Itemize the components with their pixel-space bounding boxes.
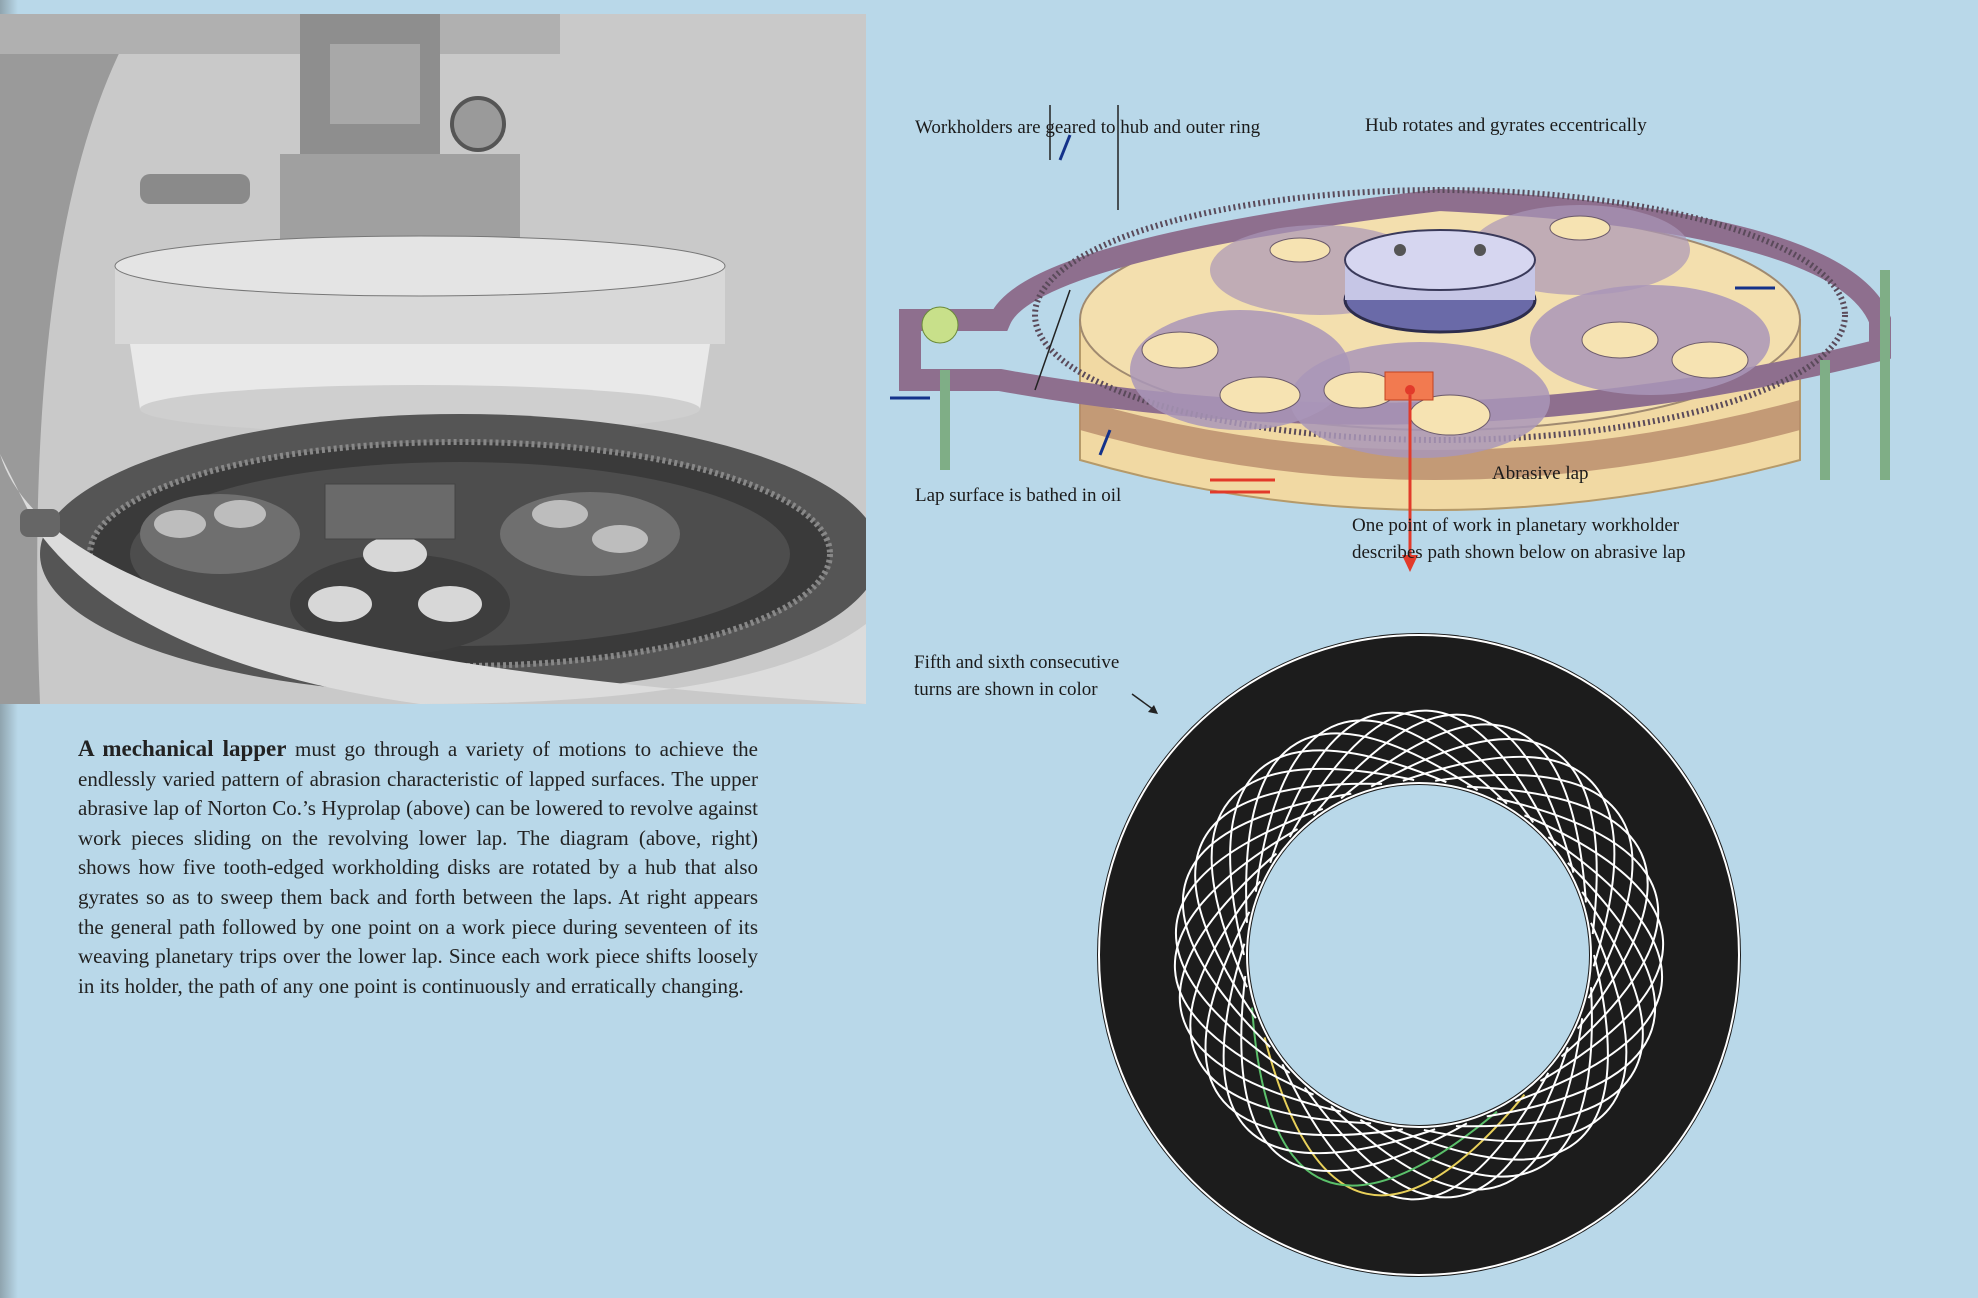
path-loop: [1370, 738, 1598, 935]
path-loop: [1254, 719, 1508, 892]
label-fifth-line1: Fifth and sixth consecutive: [914, 652, 1120, 673]
path-loop: [1263, 1037, 1526, 1197]
path-loop: [1178, 852, 1342, 1113]
caption-paragraph: A mechanical lapper must go through a va…: [78, 734, 758, 1001]
pattern-inner-rim: [1246, 782, 1592, 1128]
path-loop: [1269, 711, 1535, 864]
path-loop: [1281, 1063, 1550, 1201]
caption-lead: A mechanical lapper: [78, 736, 287, 761]
pattern-outer-rim: [1098, 634, 1740, 1276]
path-loop: [1173, 828, 1314, 1096]
path-loop: [1402, 755, 1616, 967]
path-loop: [1303, 1046, 1569, 1199]
lapper-cutaway-diagram: [890, 105, 1891, 572]
path-loop: [1312, 713, 1575, 873]
label-abrasive-lap: Abrasive lap: [1492, 463, 1589, 484]
path-loop: [1330, 1018, 1584, 1191]
path-loop: [1194, 782, 1383, 1019]
label-one-point-line2: describes path shown below on abrasive l…: [1352, 542, 1686, 563]
path-curves: [1098, 634, 1740, 1276]
lapper-photograph: [0, 14, 866, 704]
fifth-turn-arrow: [1131, 693, 1158, 714]
path-loop: [1222, 943, 1436, 1155]
path-loop: [1288, 709, 1557, 847]
path-loop: [1245, 732, 1479, 923]
path-loop: [1486, 862, 1657, 1118]
path-loop: [1175, 807, 1324, 1074]
path-loop: [1210, 767, 1415, 988]
path-loop: [1340, 723, 1587, 903]
path-loop: [1496, 797, 1660, 1058]
path-loop: [1240, 975, 1468, 1172]
label-workholders: Workholders are geared to hub and outer …: [915, 117, 1261, 138]
path-loop: [1435, 773, 1634, 999]
path-loop: [1229, 749, 1447, 956]
path-loop: [1391, 954, 1609, 1161]
label-fifth-line2: turns are shown in color: [914, 679, 1098, 700]
path-loop: [1455, 891, 1644, 1128]
planetary-path-pattern: [1097, 633, 1741, 1277]
caption-body: must go through a variety of motions to …: [78, 737, 758, 998]
label-lap-surface: Lap surface is bathed in oil: [915, 485, 1122, 506]
path-loop: [1514, 836, 1663, 1103]
path-loop: [1524, 814, 1665, 1082]
path-loop: [1189, 880, 1372, 1125]
path-loop: [1359, 987, 1593, 1178]
path-loop: [1466, 785, 1649, 1030]
path-loop: [1423, 922, 1628, 1143]
label-hub: Hub rotates and gyrates eccentrically: [1365, 115, 1647, 136]
path-loop: [1204, 911, 1403, 1137]
path-loop: [1251, 1007, 1498, 1187]
path-loop: [1181, 792, 1352, 1048]
label-one-point-line1: One point of work in planetary workholde…: [1352, 515, 1680, 536]
